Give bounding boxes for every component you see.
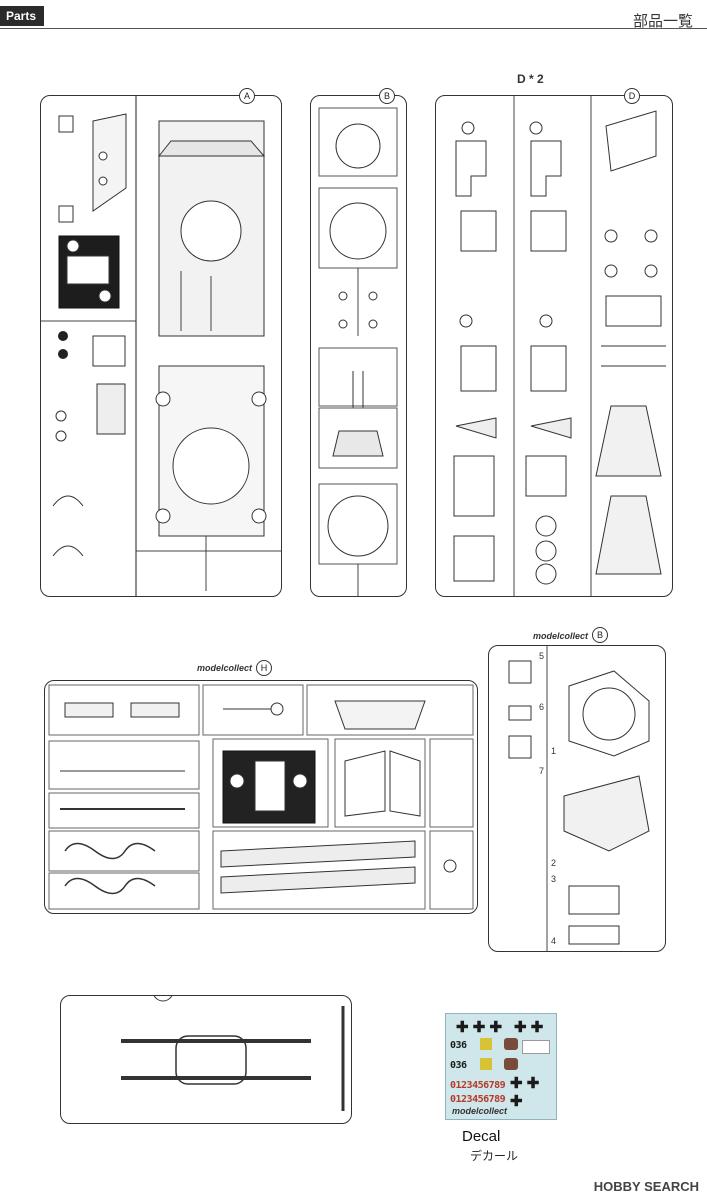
- decal-digits-1: 0123456789: [450, 1080, 506, 1091]
- decal-sheet: ✚ ✚ ✚ ✚ ✚ 036 036 ✚ ✚ ✚ 0123456789 01234…: [445, 1013, 557, 1120]
- sprue-b-frame: B: [310, 88, 407, 597]
- sprue-a-tag: A: [239, 88, 255, 104]
- sprue-b2-num-6: 6: [539, 702, 545, 712]
- sprue-h-brand: modelcollect: [197, 663, 253, 673]
- sprue-b-tag: B: [379, 88, 395, 104]
- decal-digits-2: 0123456789: [450, 1094, 506, 1105]
- parts-label: Parts: [0, 6, 45, 26]
- sprue-b2-num-3: 3: [551, 874, 557, 884]
- sprue-b2-tag: B: [592, 627, 608, 643]
- watermark: HOBBY SEARCH: [594, 1179, 699, 1194]
- decal-cross-icon: ✚ ✚ ✚: [456, 1019, 503, 1036]
- sprue-b2-brand: modelcollect: [533, 631, 589, 641]
- sprue-a-drawing: [41, 96, 281, 596]
- sprue-b2-num-5: 5: [539, 651, 545, 661]
- sprue-b2-num-1: 1: [551, 746, 557, 756]
- decal-emblem-icon: [480, 1058, 492, 1070]
- decal-bird-icon: [504, 1058, 518, 1070]
- sprue-d-tag: D: [624, 88, 640, 104]
- sprue-b2-num-4: 4: [551, 936, 557, 946]
- barrel-sprue-frame: [60, 995, 352, 1124]
- sprue-h-drawing: [45, 681, 477, 913]
- sprue-d-count: D * 2: [517, 72, 544, 86]
- watermark-text: HOBBY SEARCH: [593, 1179, 699, 1194]
- decal-bird-icon: [504, 1038, 518, 1050]
- sprue-h-frame: [44, 680, 478, 914]
- sprue-b-drawing: [311, 96, 406, 596]
- decal-brand: modelcollect: [452, 1106, 508, 1116]
- decal-code-1: 036: [450, 1040, 467, 1051]
- sprue-b2-drawing: [489, 646, 665, 951]
- decal-cross-icon: ✚ ✚ ✚: [510, 1075, 540, 1110]
- decal-cross-icon: ✚ ✚: [514, 1019, 544, 1036]
- decal-emblem-icon: [480, 1038, 492, 1050]
- decal-subtitle: デカール: [470, 1149, 519, 1163]
- sprue-b2-num-2: 2: [551, 858, 557, 868]
- sprue-a-frame: A: [40, 88, 282, 597]
- decal-panel-icon: [522, 1040, 550, 1054]
- decal-code-2: 036: [450, 1060, 467, 1071]
- sprue-h-tag: H: [256, 660, 272, 676]
- sprue-b2-frame: 5 6 7 1 2 3 4: [488, 645, 666, 952]
- sprue-b2-num-7: 7: [539, 766, 545, 776]
- header-rule: [0, 28, 707, 29]
- sprue-d-drawing: [436, 96, 672, 596]
- decal-title: Decal: [462, 1128, 501, 1145]
- sprue-d-frame: D: [435, 88, 673, 597]
- barrel-sprue-drawing: [61, 996, 351, 1123]
- page-title: 部品一覧: [632, 12, 693, 30]
